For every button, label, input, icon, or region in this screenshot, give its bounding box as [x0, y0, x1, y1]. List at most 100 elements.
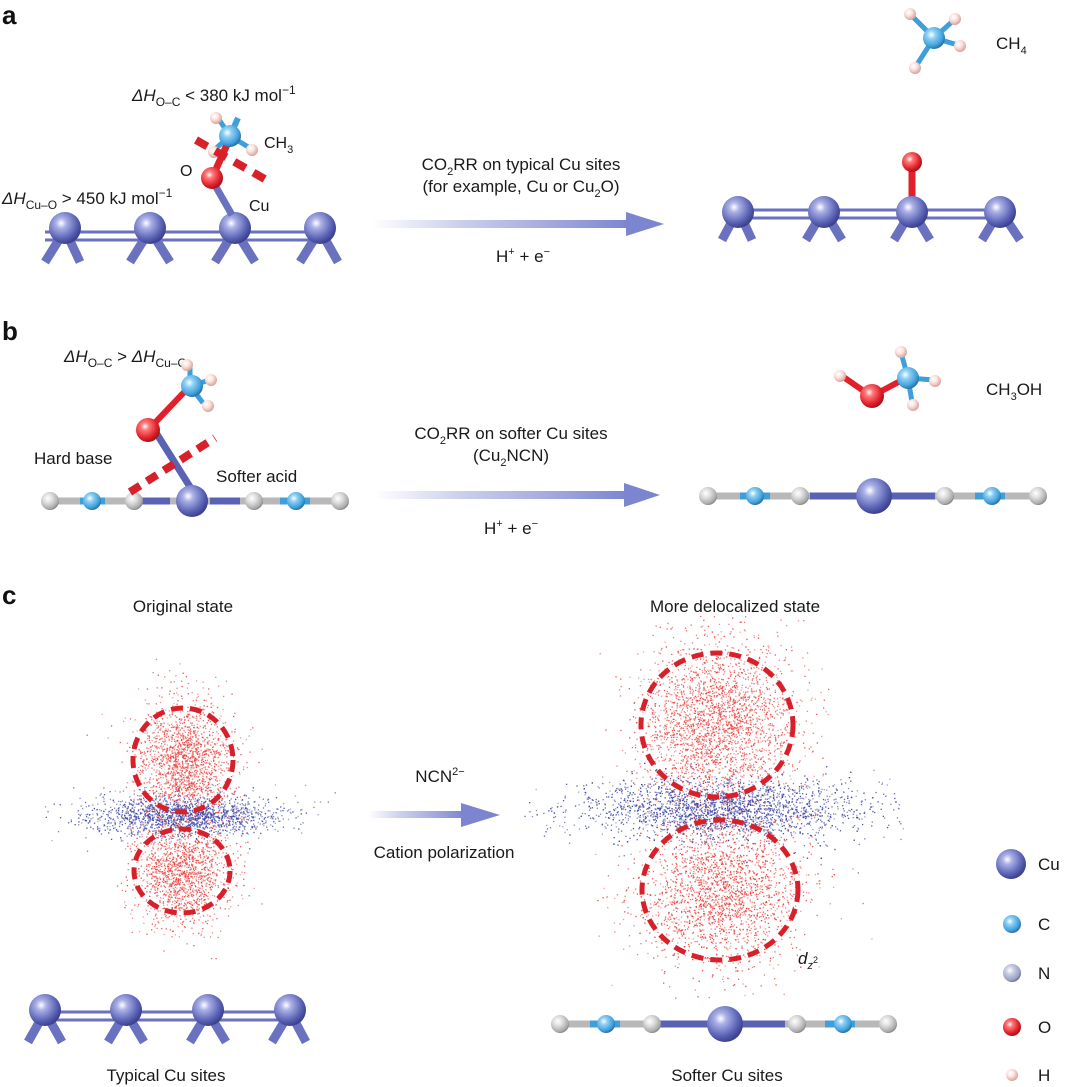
electron-dot — [179, 897, 181, 900]
electron-dot — [264, 816, 267, 819]
electron-dot — [287, 818, 290, 821]
electron-dot — [200, 857, 202, 859]
electron-dot — [212, 816, 214, 819]
ch3oh-label: CH3OH — [986, 380, 1042, 403]
electron-dot — [70, 819, 72, 821]
electron-dot — [189, 714, 191, 716]
electron-dot — [173, 865, 175, 867]
electron-dot — [640, 681, 642, 683]
electron-dot — [219, 791, 222, 793]
electron-dot — [183, 905, 185, 907]
electron-dot — [168, 693, 171, 695]
electron-dot — [203, 708, 206, 711]
electron-dot — [240, 823, 242, 825]
electron-dot — [198, 788, 201, 790]
electron-dot — [210, 814, 212, 816]
electron-dot — [241, 816, 243, 818]
electron-dot — [173, 863, 175, 865]
electron-dot — [173, 862, 175, 864]
electron-dot — [263, 822, 265, 825]
electron-dot — [209, 817, 211, 819]
electron-dot — [202, 863, 204, 865]
electron-dot — [166, 760, 168, 763]
electron-dot — [168, 873, 170, 876]
electron-dot — [164, 748, 166, 750]
electron-dot — [161, 718, 164, 720]
electron-dot — [218, 852, 220, 854]
electron-dot — [121, 816, 123, 819]
electron-dot — [196, 786, 198, 788]
electron-dot — [124, 817, 126, 819]
electron-dot — [169, 853, 171, 855]
electron-dot — [175, 675, 177, 677]
electron-dot — [175, 916, 177, 918]
electron-dot — [189, 810, 192, 812]
electron-dot — [161, 816, 164, 819]
electron-dot — [193, 717, 195, 719]
electron-dot — [172, 705, 174, 707]
electron-dot — [204, 801, 207, 803]
electron-dot — [129, 718, 132, 720]
electron-dot — [189, 743, 191, 745]
electron-dot — [184, 860, 186, 862]
electron-dot — [197, 881, 199, 883]
electron-dot — [180, 750, 182, 752]
electron-dot — [188, 865, 190, 867]
electron-dot — [182, 862, 184, 864]
electron-dot — [216, 778, 218, 780]
electron-dot — [171, 914, 173, 916]
electron-dot — [208, 766, 210, 768]
electron-dot — [211, 894, 214, 897]
electron-dot — [189, 825, 192, 828]
electron-dot — [218, 751, 220, 753]
electron-dot — [226, 761, 228, 763]
electron-dot — [153, 918, 155, 920]
electron-dot — [187, 894, 189, 897]
electron-dot — [147, 820, 149, 822]
electron-dot — [181, 756, 184, 758]
electron-dot — [124, 803, 126, 806]
electron-dot — [780, 729, 782, 731]
electron-dot — [166, 882, 168, 884]
electron-dot — [194, 866, 196, 868]
electron-dot — [108, 812, 110, 814]
electron-dot — [206, 922, 208, 925]
electron-dot — [184, 835, 186, 837]
electron-dot — [198, 861, 200, 864]
electron-dot — [141, 885, 143, 887]
electron-dot — [170, 870, 172, 872]
electron-dot — [144, 732, 146, 734]
electron-dot — [139, 795, 141, 797]
electron-dot — [175, 758, 178, 760]
electron-dot — [149, 804, 151, 807]
electron-dot — [197, 909, 199, 911]
electron-dot — [179, 878, 182, 880]
electron-dot — [220, 832, 222, 834]
electron-dot — [224, 837, 226, 839]
electron-dot — [209, 830, 211, 833]
electron-dot — [198, 932, 200, 934]
electron-dot — [189, 833, 191, 835]
electron-dot — [178, 863, 180, 865]
electron-dot — [184, 767, 186, 770]
electron-dot — [238, 828, 240, 831]
electron-dot — [184, 848, 186, 850]
electron-dot — [670, 746, 672, 749]
electron-dot — [222, 852, 224, 854]
electron-dot — [187, 734, 189, 736]
electron-dot — [195, 749, 198, 751]
electron-dot — [104, 824, 106, 827]
electron-dot — [172, 816, 174, 818]
electron-dot — [173, 835, 175, 837]
electron-dot — [207, 874, 209, 876]
electron-dot — [134, 719, 136, 721]
electron-dot — [79, 797, 81, 800]
electron-dot — [226, 834, 228, 836]
electron-dot — [151, 773, 153, 775]
electron-dot — [134, 823, 136, 825]
electron-dot — [230, 906, 232, 908]
electron-dot — [205, 902, 207, 905]
electron-dot — [183, 908, 185, 910]
electron-dot — [228, 767, 230, 769]
electron-dot — [215, 816, 217, 818]
